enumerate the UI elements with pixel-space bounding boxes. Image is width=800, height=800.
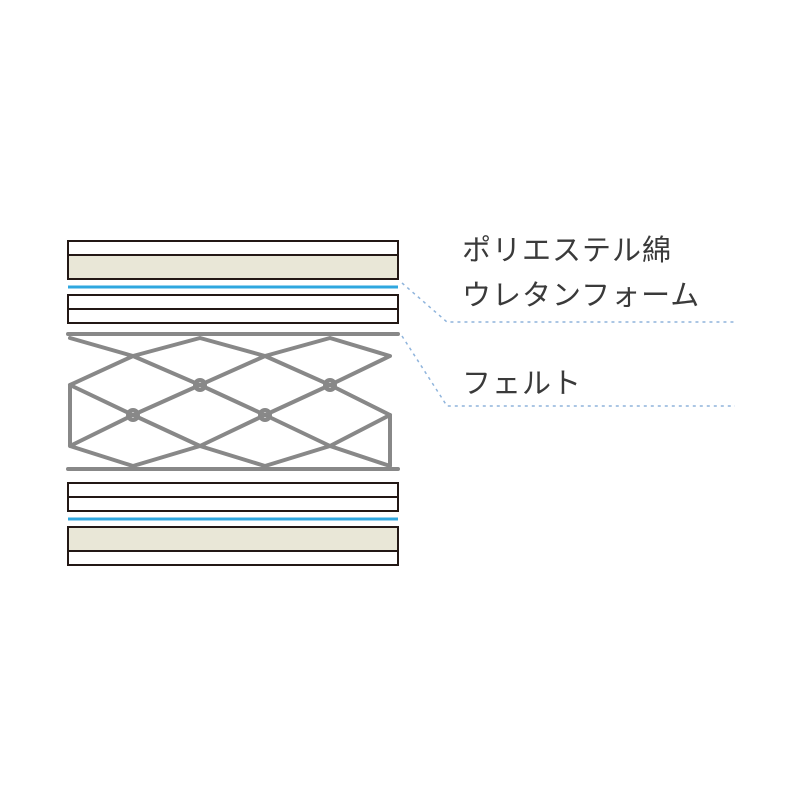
top-cover-layer (67, 240, 399, 256)
label-felt: フェルト (462, 366, 583, 400)
bottom-layers (67, 482, 399, 566)
label-urethane: ウレタンフォーム (462, 278, 701, 312)
bottom-polyester-layer (67, 526, 399, 552)
leader-line-felt (401, 335, 735, 407)
spring-lower-row (68, 383, 392, 468)
top-layers (67, 240, 399, 324)
label-polyester: ポリエステル綿 (462, 233, 673, 267)
spring-knot (323, 378, 337, 392)
top-urethane-layer-1 (67, 294, 399, 310)
top-polyester-layer (67, 254, 399, 280)
spring-upper-row (68, 336, 392, 417)
bottom-cover-layer (67, 550, 399, 566)
bottom-urethane-layer-2 (67, 496, 399, 512)
leader-lines (401, 282, 735, 407)
spring-knot (258, 408, 272, 422)
bottom-urethane-layer-1 (67, 482, 399, 498)
spring-knot (193, 378, 207, 392)
spring-knot (126, 408, 140, 422)
spring-unit (66, 332, 400, 471)
top-urethane-layer-2 (67, 308, 399, 324)
